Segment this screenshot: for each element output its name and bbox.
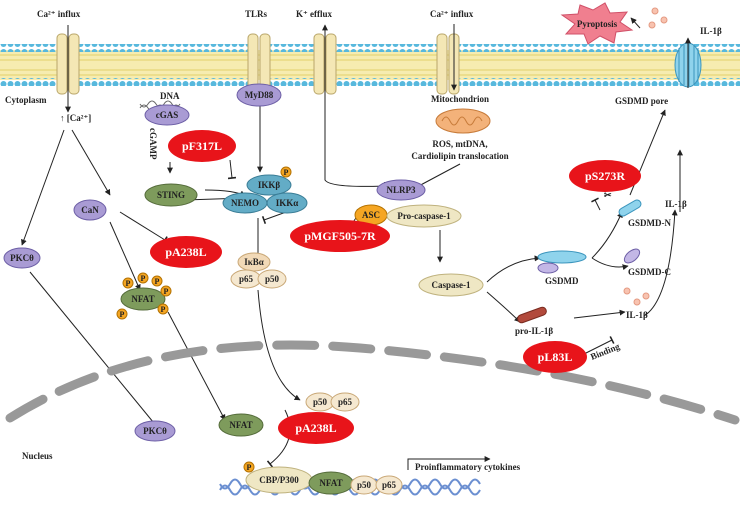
inhibitor-ps273r: pS273R — [569, 160, 641, 192]
svg-text:P: P — [141, 274, 146, 283]
svg-text:P: P — [164, 287, 169, 296]
svg-text:NEMO: NEMO — [231, 198, 259, 208]
svg-text:PKCθ: PKCθ — [143, 426, 167, 436]
svg-text:CBP/P300: CBP/P300 — [259, 475, 299, 485]
myd88-node: MyD88 — [236, 83, 282, 107]
svg-text:p65: p65 — [239, 274, 254, 284]
il1b-low-label: IL-1β — [626, 310, 648, 320]
svg-text:IκBα: IκBα — [244, 257, 264, 267]
pro-il1b-shape — [517, 306, 547, 324]
svg-text:P: P — [120, 310, 125, 319]
scissors-icon: ✂ — [604, 190, 612, 200]
cgamp-label: cGAMP — [148, 128, 158, 160]
gsdmd-c-label: GSDMD-C — [628, 267, 671, 277]
svg-text:MyD88: MyD88 — [245, 90, 274, 100]
svg-text:pL83L: pL83L — [538, 350, 573, 364]
inhibitor-pa238l-bottom: pA238L — [278, 412, 354, 444]
il1b-dots — [623, 7, 668, 306]
k-channel — [313, 33, 337, 95]
svg-text:NFAT: NFAT — [319, 478, 342, 488]
svg-text:ASC: ASC — [362, 210, 380, 220]
svg-text:cGAS: cGAS — [156, 110, 179, 120]
gsdmd-pore-label: GSDMD pore — [615, 96, 668, 106]
svg-text:P: P — [247, 463, 252, 472]
nfat-cytoplasm-node: NFAT P P P P P P — [116, 272, 172, 320]
pro-il1b-label: pro-IL-1β — [515, 326, 553, 336]
il1b-mid-label: IL-1β — [665, 199, 687, 209]
svg-text:p50: p50 — [313, 397, 328, 407]
inflammasome-complex: NLRP3 ASC Pro-caspase-1 — [354, 179, 462, 228]
svg-text:Caspase-1: Caspase-1 — [431, 280, 471, 290]
svg-text:pS273R: pS273R — [585, 169, 625, 183]
il1b-top-label: IL-1β — [700, 26, 722, 36]
pyroptosis-label: Pyroptosis — [577, 19, 618, 29]
svg-text:p65: p65 — [382, 480, 397, 490]
dna-label: DNA — [160, 91, 180, 101]
ca-conc-label: ↑ [Ca²⁺] — [60, 113, 91, 123]
svg-text:STING: STING — [157, 190, 185, 200]
inhibitor-pf317l: pF317L — [168, 130, 236, 162]
cytoplasm-label: Cytoplasm — [5, 95, 47, 105]
transcription-complex: CBP/P300 P NFAT p50 p65 — [243, 461, 403, 495]
nuclear-p50-p65: p50 p65 — [305, 392, 360, 412]
svg-text:P: P — [155, 277, 160, 286]
caspase1-node: Caspase-1 — [418, 273, 484, 297]
cgas-node: cGAS — [144, 104, 190, 126]
svg-text:NFAT: NFAT — [131, 294, 154, 304]
svg-text:CaN: CaN — [81, 205, 99, 215]
proinflammatory-label: Proinflammatory cytokines — [415, 462, 521, 472]
svg-text:IKKα: IKKα — [276, 198, 299, 208]
gsdmd-c-shape — [623, 248, 641, 264]
gsdmd-n-label: GSDMD-N — [628, 218, 671, 228]
sting-node: STING — [144, 183, 198, 207]
ikba-p65-p50-complex: IκBα p65 p50 — [230, 252, 287, 289]
ros-label-2: Cardiolipin translocation — [411, 151, 508, 161]
svg-text:NLRP3: NLRP3 — [387, 185, 416, 195]
gsdmd-shape — [537, 250, 587, 274]
svg-text:pA238L: pA238L — [295, 421, 336, 435]
nfat-nucleus-node: NFAT — [218, 413, 264, 437]
mitochondrion-shape — [435, 108, 491, 134]
pkc-cytoplasm-node: PKCθ — [3, 247, 41, 269]
svg-text:NFAT: NFAT — [229, 420, 252, 430]
pyroptosis-burst: Pyroptosis — [560, 2, 634, 45]
tlr-receptor — [247, 33, 271, 95]
k-efflux-label: K⁺ efflux — [296, 9, 332, 19]
svg-text:pA238L: pA238L — [165, 245, 206, 259]
ca-channel-left — [56, 33, 80, 95]
svg-text:P: P — [126, 279, 131, 288]
tlrs-label: TLRs — [245, 9, 268, 19]
svg-text:PKCθ: PKCθ — [10, 253, 34, 263]
binding-label: Binding — [589, 341, 622, 362]
gsdmd-label: GSDMD — [545, 276, 579, 286]
svg-text:P: P — [284, 168, 289, 177]
svg-text:pF317L: pF317L — [182, 139, 222, 153]
inhibitor-pl83l: pL83L — [523, 341, 587, 373]
svg-text:p50: p50 — [265, 274, 280, 284]
svg-text:P: P — [161, 305, 166, 314]
svg-text:Pro-caspase-1: Pro-caspase-1 — [397, 211, 451, 221]
svg-text:pMGF505-7R: pMGF505-7R — [304, 229, 376, 243]
nucleus-membrane — [5, 340, 740, 425]
nucleus-label: Nucleus — [22, 451, 53, 461]
svg-text:IKKβ: IKKβ — [258, 180, 281, 190]
cell-membrane — [0, 44, 740, 86]
ros-label-1: ROS, mtDNA, — [432, 139, 487, 149]
inhibitor-pa238l-top: pA238L — [150, 236, 222, 268]
pkc-nucleus-node: PKCθ — [134, 420, 176, 442]
mitochondrion-label: Mitochondrion — [431, 94, 489, 104]
can-node: CaN — [73, 199, 107, 221]
ca-influx-right-label: Ca²⁺ influx — [430, 9, 474, 19]
svg-text:p65: p65 — [338, 397, 353, 407]
gsdmd-n-shape — [618, 199, 642, 217]
ca-influx-left-label: Ca²⁺ influx — [37, 9, 81, 19]
inhibitor-pmgf505-7r: pMGF505-7R — [290, 220, 390, 252]
ikk-complex: IKKβ NEMO IKKα P — [222, 166, 308, 214]
svg-text:p50: p50 — [357, 480, 372, 490]
